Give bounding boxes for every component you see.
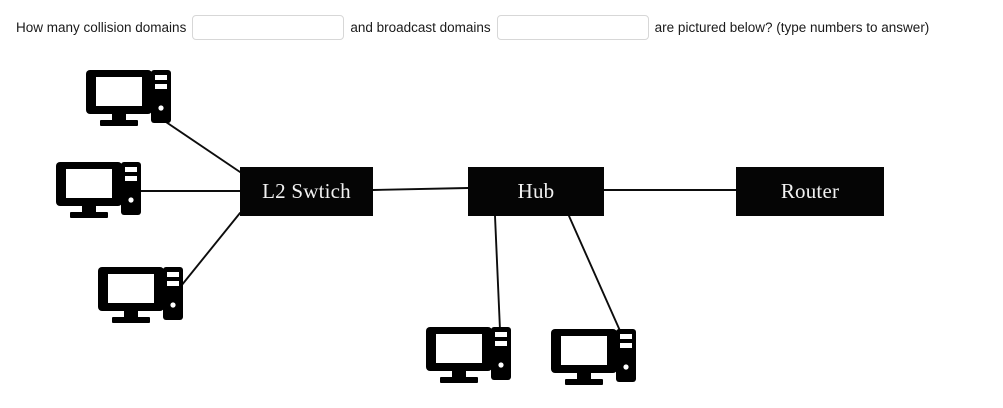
node-l2-switch-label: L2 Swtich xyxy=(262,179,351,203)
node-l2-switch-label-wrap: L2 Swtich xyxy=(262,179,351,204)
node-router-label: Router xyxy=(780,179,840,203)
question-text-part2: and broadcast domains xyxy=(350,19,491,35)
computer-icon-pc3 xyxy=(98,265,184,327)
node-l2-switch: L2 Swtich xyxy=(240,167,373,216)
desktop-computer-icon xyxy=(86,70,171,126)
node-router: Router xyxy=(736,167,884,216)
desktop-computer-icon xyxy=(551,329,636,385)
desktop-computer-icon xyxy=(56,162,141,218)
node-hub-label: Hub xyxy=(517,179,555,203)
question-text-part1: How many collision domains xyxy=(16,19,187,35)
node-hub: Hub xyxy=(468,167,604,216)
broadcast-domains-input[interactable] xyxy=(496,15,649,40)
link-hub-pc4 xyxy=(494,215,501,331)
desktop-computer-icon xyxy=(98,267,183,323)
link-switch-hub xyxy=(372,187,469,191)
computer-icon-pc4 xyxy=(426,325,512,387)
link-hub-pc5 xyxy=(568,215,622,334)
computer-icon-pc5 xyxy=(551,327,637,389)
computer-icon-pc2 xyxy=(56,160,142,222)
desktop-computer-icon xyxy=(426,327,511,383)
spellcheck-underline xyxy=(262,202,351,207)
question-bar: How many collision domains and broadcast… xyxy=(0,0,1003,55)
collision-domains-input[interactable] xyxy=(192,15,345,40)
link-pc3-switch xyxy=(176,212,241,292)
question-text-part3: are pictured below? (type numbers to ans… xyxy=(654,19,930,35)
computer-icon-pc1 xyxy=(86,68,172,130)
link-pc1-switch xyxy=(162,119,241,173)
